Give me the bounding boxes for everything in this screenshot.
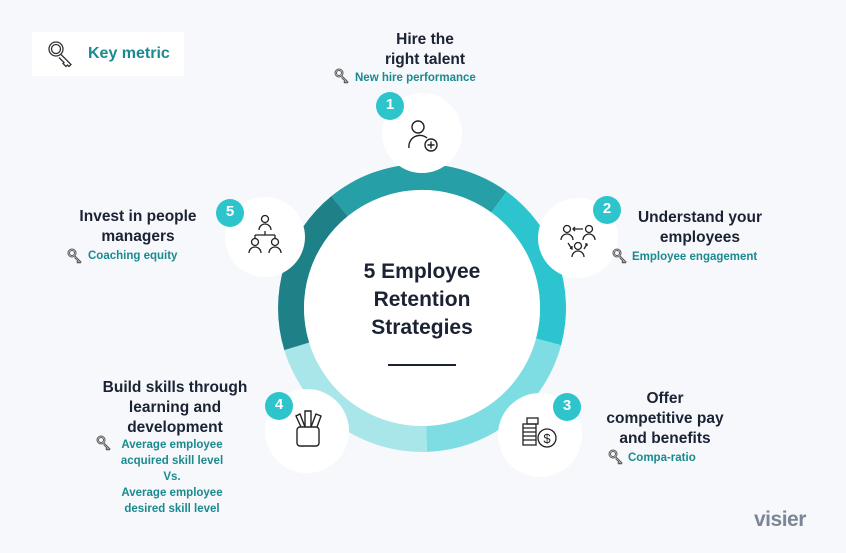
key-icon <box>48 41 72 68</box>
badge-2 <box>593 196 621 224</box>
badge-4 <box>265 392 293 420</box>
badge-number-5: 5 <box>225 203 235 220</box>
strategy-4-label: Build skills through learning and develo… <box>102 379 248 436</box>
ring-segment-4 <box>284 342 427 452</box>
add-person-icon <box>408 120 438 152</box>
key-icon-metric-4 <box>96 435 111 451</box>
strategy-1-label: Hire the right talent <box>384 31 466 68</box>
center-divider <box>388 364 456 366</box>
ring-segment-3 <box>426 338 562 452</box>
pencil-cup-icon <box>295 410 322 447</box>
badge-number-2: 2 <box>602 200 612 217</box>
ring <box>278 164 567 452</box>
key-icon-metric-2 <box>612 248 627 264</box>
ring-segment-5 <box>278 196 348 351</box>
legend-label: Key metric <box>88 45 170 62</box>
badge-5 <box>216 199 244 227</box>
strategy-5-metric: Coaching equity <box>88 250 178 262</box>
svg-text:$: $ <box>543 431 551 446</box>
badge-3 <box>553 393 581 421</box>
strategy-2-label: Understand your employees <box>637 209 762 246</box>
center-disc <box>304 190 540 426</box>
org-chart-icon <box>248 214 282 254</box>
strategy-2-metric: Employee engagement <box>632 251 758 263</box>
strategy-5-label: Invest in people managers <box>79 208 197 245</box>
visier-logo: visier <box>754 508 806 531</box>
center-title: 5 Employee Retention Strategies <box>363 260 481 339</box>
strategy-5-circle <box>225 197 305 277</box>
strategy-1-metric: New hire performance <box>355 72 476 84</box>
badge-number-3: 3 <box>562 397 572 414</box>
key-icon-metric-5 <box>67 248 82 264</box>
badge-number-4: 4 <box>274 396 284 413</box>
strategy-3-metric: Compa-ratio <box>628 452 696 464</box>
ring-segment-2 <box>491 191 567 346</box>
key-metric-legend: Key metric <box>32 32 184 76</box>
key-icon-metric-1 <box>334 68 349 84</box>
strategy-4-metric: Average employee acquired skill level Vs… <box>120 439 224 515</box>
strategy-3-label: Offer competitive pay and benefits <box>606 390 724 447</box>
coins-dollar-icon: $ <box>522 417 557 448</box>
key-icon-metric-3 <box>608 449 623 465</box>
badge-1 <box>376 92 404 120</box>
badge-number-1: 1 <box>385 96 395 113</box>
ring-segment-1 <box>331 164 507 217</box>
people-network-icon <box>560 224 596 258</box>
